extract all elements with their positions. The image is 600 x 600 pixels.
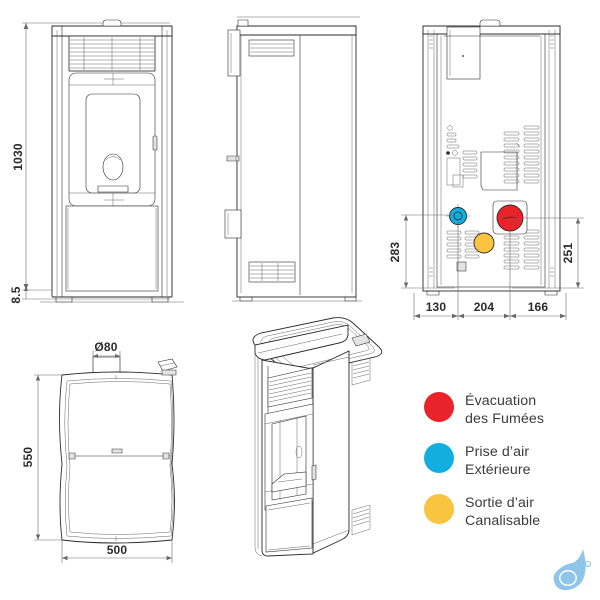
ducted-air-marker <box>473 232 495 254</box>
dim-back-offset-left: 130 <box>426 300 447 314</box>
product-perspective-render <box>252 317 383 557</box>
svg-text:R: R <box>587 563 590 568</box>
legend: Évacuation des Fumées Prise d’air Extéri… <box>424 392 594 545</box>
legend-label-air-intake: Prise d’air Extérieure <box>465 444 531 478</box>
side-elevation-view <box>224 16 362 302</box>
dim-front-height: 1030 <box>11 143 25 171</box>
legend-item-air-intake: Prise d’air Extérieure <box>424 443 594 479</box>
blue-circle-icon <box>424 443 454 473</box>
smoke-outlet-marker <box>492 200 528 235</box>
dim-flue-diameter: Ø80 <box>94 340 117 354</box>
dim-top-depth: 550 <box>21 447 35 468</box>
air-intake-marker <box>446 204 470 228</box>
red-circle-icon <box>424 392 454 422</box>
top-plan-view: Ø80 550 500 <box>21 340 178 563</box>
dim-base-clearance: 8.5 <box>9 286 23 303</box>
legend-label-ducted-air: Sortie d’air Canalisable <box>465 495 541 529</box>
front-elevation-view: 1030 8.5 <box>9 19 184 304</box>
dim-back-offset-right: 166 <box>528 300 549 314</box>
legend-item-smoke-outlet: Évacuation des Fumées <box>424 392 594 428</box>
legend-item-ducted-air: Sortie d’air Canalisable <box>424 494 594 530</box>
dim-back-right-height: 251 <box>561 243 575 264</box>
legend-label-smoke-outlet: Évacuation des Fumées <box>465 393 545 427</box>
rear-elevation-view: 283 251 130 204 166 <box>388 19 584 320</box>
water-droplet-logo: R <box>552 545 598 595</box>
dim-back-offset-middle: 204 <box>474 300 495 314</box>
dim-back-upper-height: 283 <box>388 242 402 263</box>
yellow-circle-icon <box>424 494 454 524</box>
dim-top-width: 500 <box>107 543 128 557</box>
